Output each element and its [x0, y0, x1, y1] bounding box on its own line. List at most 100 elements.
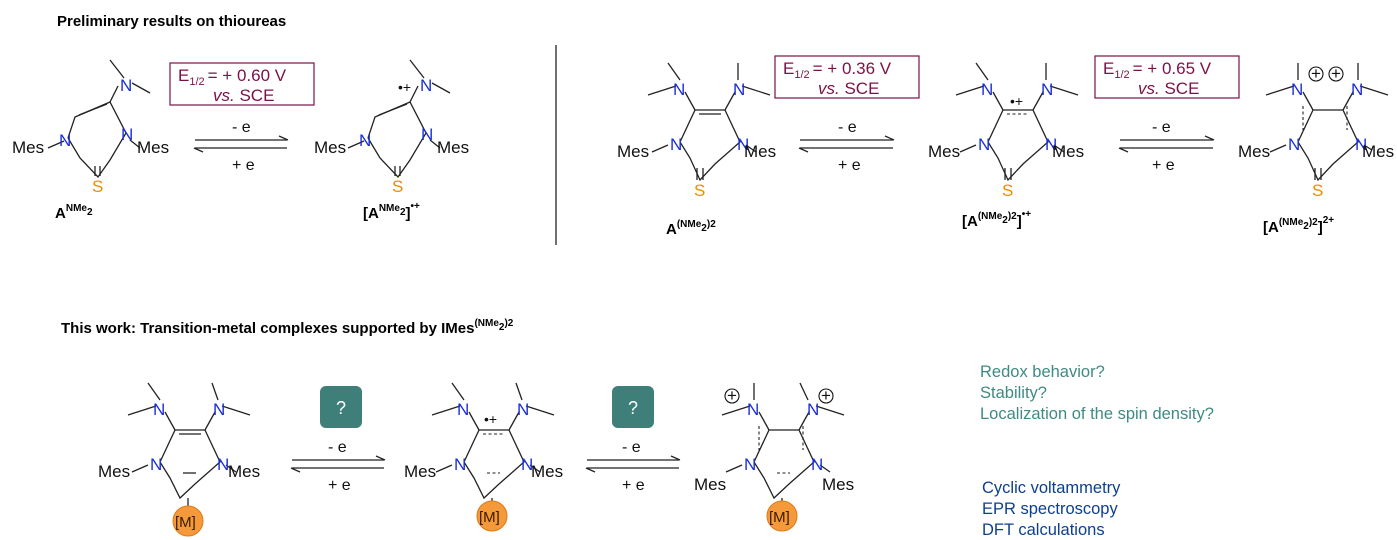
method-item: EPR spectroscopy [982, 500, 1118, 518]
compound-label-a-nme2: ANMe2 [55, 203, 93, 222]
atom-n: N [421, 125, 433, 144]
metal-label: [M] [479, 509, 500, 526]
metal-label: [M] [769, 509, 790, 526]
atom-n: N [517, 400, 529, 419]
question-item: Stability? [980, 384, 1047, 402]
atom-n: N [811, 455, 823, 474]
molecule-a-nme2-2-radical-cation: •+ N N N N S Mes Mes [928, 62, 1084, 200]
atom-n: N [1351, 80, 1363, 99]
question-mark: ? [336, 398, 346, 418]
question-badge [612, 386, 654, 428]
compound-label-a-nme2-2-dication: [A(NMe2)2]2+ [1263, 215, 1334, 236]
mes-group: Mes [137, 138, 169, 157]
metal-center-ball [476, 500, 508, 532]
radical-cation-mark: •+ [484, 411, 497, 427]
positive-charge-sign: + [1331, 64, 1341, 83]
mes-group: Mes [1238, 142, 1270, 161]
atom-n: N [454, 455, 466, 474]
metal-complex-dication: + + N N N N Mes Mes [M] [694, 382, 854, 532]
atom-s: S [1312, 181, 1323, 200]
molecule-a-nme2-2: N N N N S Mes Mes [617, 62, 776, 200]
atom-n: N [1045, 135, 1057, 154]
atom-n: N [521, 455, 533, 474]
preliminary-heading: Preliminary results on thioureas [57, 13, 286, 30]
positive-charge-sign: + [727, 386, 737, 405]
mes-group: Mes [822, 475, 854, 494]
mes-group: Mes [404, 462, 436, 481]
positive-charge-sign: + [821, 386, 831, 405]
this-work-heading: This work: Transition-metal complexes su… [61, 318, 514, 337]
redox-step-1: E1/2= + 0.60 V vs. SCE - e + e [169, 62, 315, 174]
atom-n: N [217, 455, 229, 474]
atom-n: N [1355, 135, 1367, 154]
atom-n: N [120, 76, 132, 95]
atom-n: N [1288, 135, 1300, 154]
question-item: Localization of the spin density? [980, 405, 1214, 423]
vs-sce-label: vs. SCE [213, 86, 274, 105]
compound-label-a-nme2-2: A(NMe2)2 [666, 219, 716, 238]
question-mark: ? [628, 398, 638, 418]
atom-n: N [153, 400, 165, 419]
mes-group: Mes [12, 138, 44, 157]
atom-s: S [92, 177, 103, 196]
atom-n: N [981, 80, 993, 99]
atom-s: S [392, 177, 403, 196]
atom-s: S [1002, 181, 1013, 200]
plus-e-label: + e [328, 477, 351, 494]
atom-n: N [978, 135, 990, 154]
question-badge [320, 386, 362, 428]
mes-group: Mes [314, 138, 346, 157]
mes-group: Mes [531, 462, 563, 481]
plus-e-label: + e [232, 157, 255, 174]
minus-e-label: - e [232, 119, 251, 136]
plus-e-label: + e [838, 157, 861, 174]
atom-n: N [457, 400, 469, 419]
atom-n: N [121, 125, 133, 144]
half-wave-potential: E1/2= + 0.65 V [1103, 59, 1212, 81]
redox-step-bottom-1: ? - e + e [290, 386, 386, 494]
potential-box [774, 55, 920, 99]
positive-charge-circle [818, 388, 834, 404]
radical-cation-mark: •+ [1010, 93, 1023, 109]
atom-n: N [150, 455, 162, 474]
positive-charge-circle [1308, 66, 1324, 82]
metal-center-ball [172, 505, 204, 537]
mes-group: Mes [98, 462, 130, 481]
positive-charge-circle [724, 388, 740, 404]
methods-list: Cyclic voltammetry EPR spectroscopy DFT … [982, 479, 1121, 539]
atom-n: N [359, 131, 371, 150]
half-wave-potential: E1/2= + 0.60 V [178, 66, 287, 88]
redox-step-2: E1/2= + 0.36 V vs. SCE - e + e [774, 55, 920, 174]
compound-label-a-nme2-radical-cation: [ANMe2]•+ [363, 201, 420, 222]
atom-n: N [1291, 80, 1303, 99]
molecule-a-nme2-radical-cation: •+ N N N S Mes Mes [314, 59, 469, 196]
minus-e-label: - e [838, 119, 857, 136]
mes-group: Mes [1052, 142, 1084, 161]
redox-step-bottom-2: ? - e + e [585, 386, 681, 494]
mes-group: Mes [928, 142, 960, 161]
research-questions: Redox behavior? Stability? Localization … [980, 363, 1214, 423]
vs-sce-label: vs. SCE [818, 79, 879, 98]
molecule-a-nme2: N N N S Mes Mes [12, 59, 169, 196]
minus-e-label: - e [328, 439, 347, 456]
plus-e-label: + e [1152, 157, 1175, 174]
minus-e-label: - e [1152, 119, 1171, 136]
atom-s: S [694, 181, 705, 200]
metal-complex-radical-cation: •+ N N N N Mes Mes [M] [404, 382, 563, 532]
atom-n: N [1041, 80, 1053, 99]
plus-e-label: + e [622, 477, 645, 494]
atom-n: N [807, 400, 819, 419]
atom-n: N [213, 400, 225, 419]
molecule-a-nme2-2-dication: + + N N N N S Mes Mes [1238, 63, 1394, 200]
atom-n: N [670, 135, 682, 154]
positive-charge-circle [1328, 66, 1344, 82]
metal-center-ball [766, 500, 798, 532]
half-wave-potential: E1/2= + 0.36 V [783, 59, 892, 81]
potential-box [1094, 55, 1240, 99]
mes-group: Mes [228, 462, 260, 481]
radical-cation-mark: •+ [398, 79, 411, 95]
question-item: Redox behavior? [980, 363, 1105, 381]
mes-group: Mes [437, 138, 469, 157]
atom-n: N [59, 131, 71, 150]
atom-n: N [744, 455, 756, 474]
